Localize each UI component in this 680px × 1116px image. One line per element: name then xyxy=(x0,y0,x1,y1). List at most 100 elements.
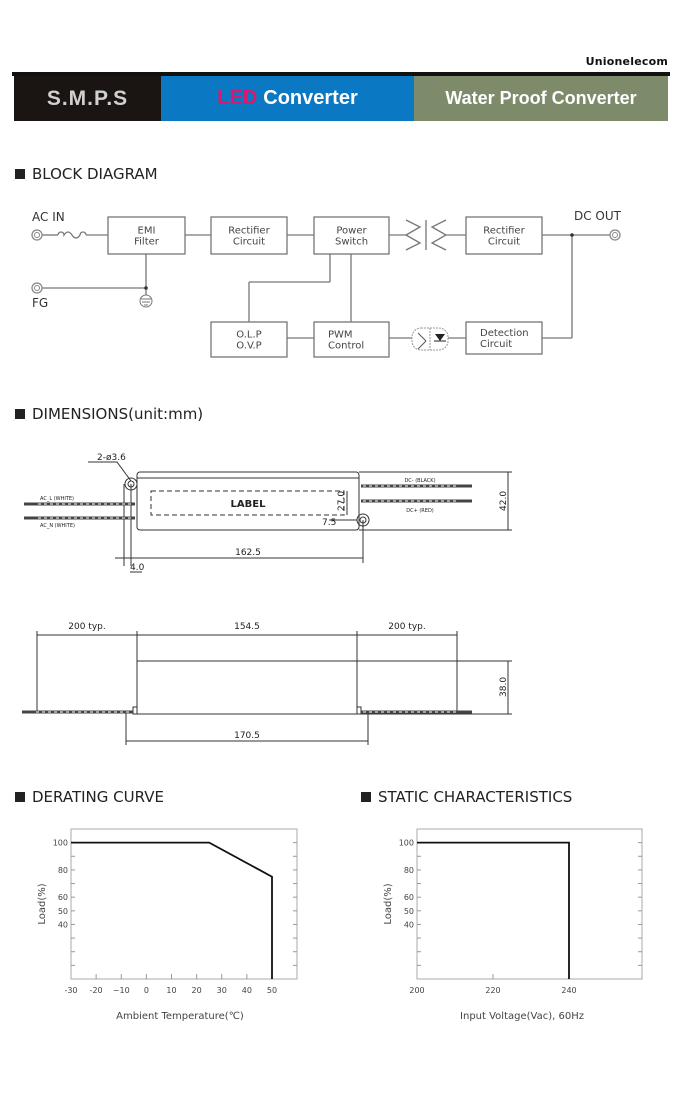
tab-smps: S.M.P.S xyxy=(14,76,161,121)
x-tick-label: 20 xyxy=(192,986,202,995)
ground-icon xyxy=(139,294,153,308)
block-label: PWM xyxy=(328,330,353,341)
dim-body: 154.5 xyxy=(234,622,260,632)
bullet-square-icon xyxy=(15,409,25,419)
section-block-diagram: BLOCK DIAGRAM xyxy=(15,165,158,183)
plot-frame xyxy=(70,828,298,980)
section-title: BLOCK DIAGRAM xyxy=(32,165,158,183)
y-tick-label: 80 xyxy=(58,866,68,875)
x-tick-label: 50 xyxy=(267,986,277,995)
terminal-dc-out-icon xyxy=(609,229,621,241)
x-axis-label: Ambient Temperature(℃) xyxy=(116,1011,244,1022)
x-tick-label: 240 xyxy=(561,986,576,995)
plot-frame xyxy=(416,828,643,980)
led-highlight: LED xyxy=(217,87,258,109)
y-tick-label: 40 xyxy=(404,920,414,929)
bullet-square-icon xyxy=(15,792,25,802)
optocoupler-icon xyxy=(411,327,449,351)
dim-overall: 170.5 xyxy=(234,731,260,741)
block-label: Circuit xyxy=(233,237,265,248)
y-tick-label: 60 xyxy=(58,893,68,902)
block-label: O.L.P xyxy=(236,330,261,341)
block-label: Detection xyxy=(480,328,529,339)
x-tick-label: 40 xyxy=(242,986,252,995)
brand-name: Unionelecom xyxy=(585,55,668,68)
hole-dim: 2-ø3.6 xyxy=(97,453,126,463)
y-tick-label: 40 xyxy=(58,920,68,929)
wire-ac-n: AC_N (WHITE) xyxy=(40,523,75,529)
x-tick-label: 30 xyxy=(217,986,227,995)
x-tick-label: -30 xyxy=(64,986,77,995)
bullet-square-icon xyxy=(361,792,371,802)
section-title: STATIC CHARACTERISTICS xyxy=(378,788,573,806)
block-label: Rectifier xyxy=(228,226,270,237)
block-label: EMI xyxy=(138,226,156,237)
tab-led-label: Converter xyxy=(263,87,358,109)
y-tick-label: 80 xyxy=(404,866,414,875)
block-diagram: AC IN FG DC OUT EMIFilterRectifierCircui… xyxy=(31,209,622,358)
wire-ac-l: AC_L (WHITE) xyxy=(40,496,74,502)
fg-label: FG xyxy=(32,296,48,310)
label-text: LABEL xyxy=(231,499,267,510)
dim-lead-left: 200 typ. xyxy=(68,622,105,632)
block-olp: O.L.PO.V.P xyxy=(210,321,288,358)
tab-water-proof-label: Water Proof Converter xyxy=(445,88,637,108)
block-label: Power xyxy=(336,226,367,237)
dim-offset: 4.0 xyxy=(130,563,145,573)
y-tick-label: 100 xyxy=(53,839,68,848)
terminal-fg-icon xyxy=(31,282,43,294)
block-label: Circuit xyxy=(480,339,512,350)
series-line xyxy=(71,841,273,979)
block-label: Control xyxy=(328,341,364,352)
wire-dc-neg: DC- (BLACK) xyxy=(404,478,435,484)
y-axis-label: Load(%) xyxy=(37,883,48,924)
y-tick-label: 100 xyxy=(399,839,414,848)
dim-height: 38.0 xyxy=(499,677,509,697)
block-label: O.V.P xyxy=(236,341,261,352)
block-label: Switch xyxy=(335,237,368,248)
wire-dc-pos: DC+ (RED) xyxy=(406,508,434,514)
section-derating: DERATING CURVE xyxy=(15,788,164,806)
section-dimensions: DIMENSIONS(unit:mm) xyxy=(15,405,203,423)
dim-lead-right: 200 typ. xyxy=(388,622,425,632)
ac-in-label: AC IN xyxy=(32,210,65,224)
series-line xyxy=(417,841,570,979)
dc-out-label: DC OUT xyxy=(574,209,622,223)
y-tick-label: 50 xyxy=(404,907,414,916)
section-title: DERATING CURVE xyxy=(32,788,164,806)
dimension-side-view: 200 typ. 154.5 200 typ. 170.5 38.0 xyxy=(22,622,512,745)
y-tick-label: 50 xyxy=(58,907,68,916)
x-axis-label: Input Voltage(Vac), 60Hz xyxy=(460,1011,584,1022)
section-static: STATIC CHARACTERISTICS xyxy=(361,788,572,806)
y-tick-label: 60 xyxy=(404,893,414,902)
tab-smps-label: S.M.P.S xyxy=(46,86,129,110)
x-tick-label: −10 xyxy=(113,986,130,995)
x-tick-label: -20 xyxy=(90,986,103,995)
block-label: Circuit xyxy=(488,237,520,248)
header-rule xyxy=(12,72,670,76)
tab-water-proof: Water Proof Converter xyxy=(414,76,668,121)
block-label: Rectifier xyxy=(483,226,525,237)
label-area xyxy=(150,490,345,516)
dim-hole-offset: 7.5 xyxy=(322,518,336,528)
terminal-ac-in-icon xyxy=(31,229,43,241)
dim-length: 162.5 xyxy=(235,548,261,558)
section-title: DIMENSIONS(unit:mm) xyxy=(32,405,204,423)
x-tick-label: 200 xyxy=(409,986,424,995)
x-tick-label: 0 xyxy=(144,986,149,995)
y-axis-label: Load(%) xyxy=(383,883,394,924)
bullet-square-icon xyxy=(15,169,25,179)
x-tick-label: 10 xyxy=(166,986,176,995)
block-label: Filter xyxy=(134,237,160,248)
x-tick-label: 220 xyxy=(485,986,500,995)
dimension-top-view: 2-ø3.6 LABEL AC_L (WHITE) AC_N (WHITE) D… xyxy=(24,453,512,573)
